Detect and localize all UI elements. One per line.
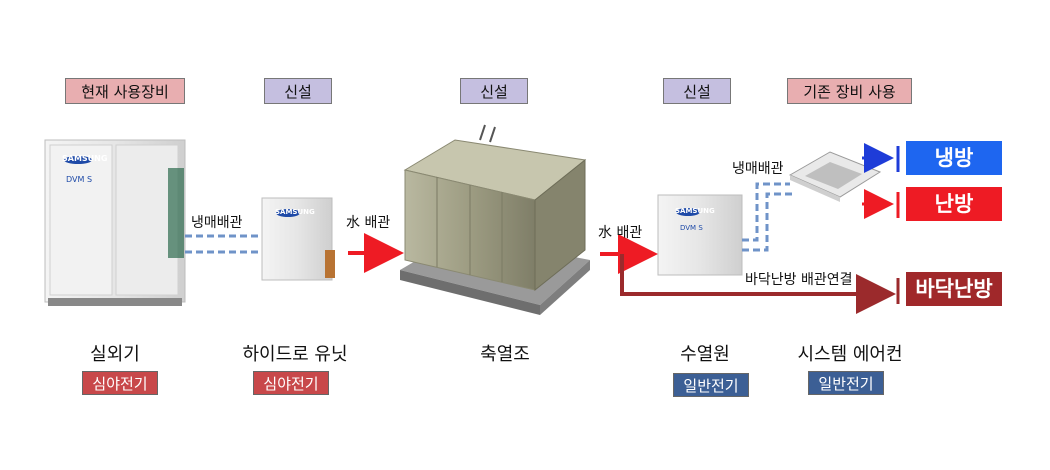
tag-current-equipment: 현재 사용장비	[65, 78, 185, 104]
badge-night-power-outdoor: 심야전기	[82, 371, 158, 395]
label-hydro-unit: 하이드로 유닛	[242, 344, 348, 365]
label-water-pipe-2: 水 배관	[598, 225, 643, 241]
dvm-logo-source: DVM S	[680, 224, 703, 232]
tag-new-tank: 신설	[460, 78, 528, 104]
label-floor-pipe: 바닥난방 배관연결	[745, 272, 853, 288]
tag-new-source: 신설	[663, 78, 731, 104]
badge-normal-power-aircon: 일반전기	[808, 371, 884, 395]
label-refrigerant-pipe-1: 냉매배관	[191, 215, 243, 231]
badge-night-power-hydro: 심야전기	[253, 371, 329, 395]
dvm-logo-outdoor: DVM S	[66, 175, 93, 184]
badge-normal-power-source: 일반전기	[673, 373, 749, 397]
output-cooling: 냉방	[906, 141, 1002, 175]
samsung-logo-outdoor: SAMSUNG	[62, 154, 108, 163]
label-heat-source: 수열원	[680, 344, 730, 365]
label-refrigerant-pipe-2: 냉매배관	[732, 161, 784, 177]
hydro-unit-image	[261, 197, 335, 281]
outdoor-unit-image	[44, 139, 186, 306]
refrigerant-pipe-2	[742, 182, 795, 252]
heat-source-unit-image	[657, 194, 743, 276]
tag-new-hydro: 신설	[264, 78, 332, 104]
storage-tank-image	[400, 124, 590, 315]
tag-existing-equipment: 기존 장비 사용	[787, 78, 912, 104]
cassette-aircon-image	[788, 151, 882, 202]
label-storage-tank: 축열조	[480, 344, 530, 365]
refrigerant-pipe-1	[185, 234, 262, 254]
label-water-pipe-1: 水 배관	[346, 215, 391, 231]
label-system-aircon: 시스템 에어컨	[797, 344, 903, 365]
samsung-logo-source: SAMSUNG	[675, 207, 715, 215]
floor-heating-arrow	[620, 254, 896, 314]
samsung-logo-hydro: SAMSUNG	[275, 208, 315, 216]
output-floor-heating: 바닥난방	[906, 272, 1002, 306]
label-outdoor-unit: 실외기	[90, 344, 140, 365]
output-heating: 난방	[906, 187, 1002, 221]
